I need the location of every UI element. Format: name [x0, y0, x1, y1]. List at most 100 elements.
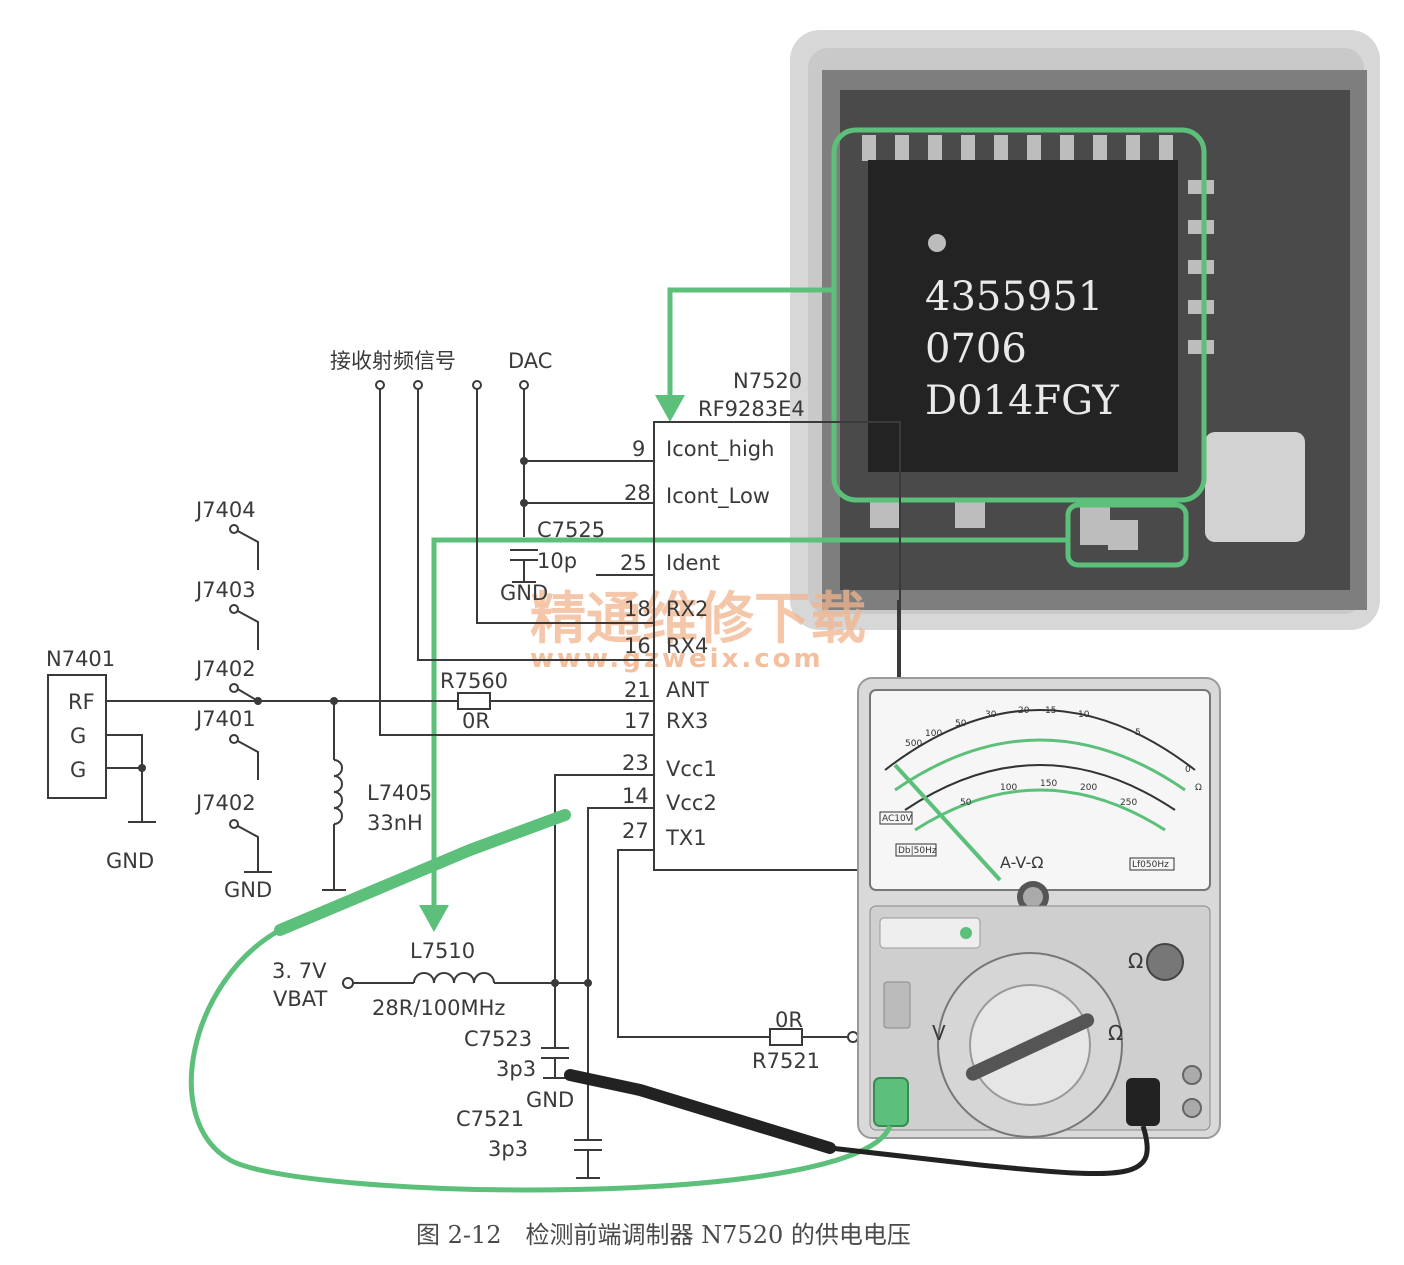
negative-probe-tip — [564, 1069, 836, 1154]
r7560-value: 0R — [462, 709, 490, 733]
r7521-ref: R7521 — [752, 1049, 820, 1073]
chip-marking-line-2: 0706 — [925, 326, 1027, 372]
gnd-label: GND — [224, 878, 272, 902]
c7521-value: 3p3 — [488, 1137, 528, 1161]
scale-top-label: 15 — [1045, 706, 1056, 716]
ohm-adjust-label: Ω — [1128, 949, 1143, 973]
pin-number: 18 — [624, 597, 651, 621]
figure-caption: 图 2-12 检测前端调制器 N7520 的供电电压 — [416, 1221, 911, 1249]
meter-needle — [893, 763, 1002, 882]
chip-marking-line-1: 4355951 — [925, 274, 1103, 320]
l7510-ref: L7510 — [410, 939, 475, 963]
jack-label: J7402 — [194, 657, 256, 681]
pin-name: RX3 — [666, 709, 708, 733]
positive-jack — [873, 1077, 909, 1127]
scale-top-label: 5 — [1135, 728, 1141, 738]
c7523-value: 3p3 — [496, 1057, 536, 1081]
r7521-symbol — [769, 1028, 803, 1046]
n7401-pin-g1: G — [70, 724, 86, 748]
ic-pins: 9 Icont_high 28 Icont_Low 25 Ident 18 RX… — [620, 437, 774, 850]
pin-number: 28 — [624, 481, 651, 505]
ohm-adjust-knob — [1146, 943, 1184, 981]
range-label-ohm: Ω — [1108, 1021, 1123, 1045]
l7510-value: 28R/100MHz — [372, 996, 505, 1020]
scale-mid-label: 250 — [1120, 798, 1137, 808]
ic-part: RF9283E4 — [698, 397, 805, 421]
pin-name: Icont_Low — [666, 484, 770, 509]
pin1-dot — [928, 234, 946, 252]
negative-jack — [1126, 1078, 1160, 1126]
lf-box-label: Lf050Hz — [1132, 860, 1169, 870]
positive-probe-tip — [274, 809, 571, 936]
watermark-chinese: 精通维修下载 — [530, 586, 866, 652]
scale-top-label: 50 — [955, 719, 967, 729]
pin-name: RX4 — [666, 634, 708, 658]
pin-name: Icont_high — [666, 437, 774, 462]
ohm-symbol-scale: Ω — [1195, 783, 1202, 793]
chip-photo: 4355951 0706 D014FGY — [790, 30, 1380, 630]
c7521-ref: C7521 — [456, 1107, 524, 1131]
scale-top-label: 0 — [1185, 765, 1191, 775]
range-label-v: V — [932, 1021, 946, 1045]
pin-name: TX1 — [665, 826, 707, 850]
multimeter: 500 100 50 30 20 15 10 5 0 Ω 50 100 150 … — [857, 677, 1221, 1139]
r7560-ref: R7560 — [440, 669, 508, 693]
chip-marking-line-3: D014FGY — [925, 378, 1119, 424]
c7525-value: 10p — [537, 549, 577, 573]
dac-label: DAC — [508, 349, 552, 373]
scale-mid-label: 150 — [1040, 779, 1057, 789]
red-probe-lead — [188, 927, 893, 1193]
pin-name: ANT — [666, 678, 709, 702]
jack-label: J7402 — [194, 791, 256, 815]
c7523-ref: C7523 — [464, 1027, 532, 1051]
jack-label: J7403 — [194, 578, 256, 602]
pin-number: 17 — [624, 709, 651, 733]
ic-ref: N7520 — [733, 369, 802, 393]
dial-legend: A-V-Ω — [1000, 853, 1043, 872]
db-box-label: Db|50Hz — [898, 846, 937, 856]
chip-highlight-box — [831, 127, 1207, 503]
pin-number: 21 — [624, 678, 651, 702]
scale-top-label: 30 — [985, 710, 997, 720]
c7523-gnd: GND — [526, 1088, 574, 1112]
jack-label: J7401 — [194, 707, 256, 731]
pin-number: 25 — [620, 551, 647, 575]
c7525-gnd: GND — [500, 581, 548, 605]
vbat-label: VBAT — [273, 987, 328, 1011]
scale-top-label: 20 — [1018, 706, 1030, 716]
pin-number: 23 — [622, 751, 649, 775]
black-probe-lead — [829, 1125, 1150, 1176]
rx-signal-label: 接收射频信号 — [330, 349, 456, 373]
vbat-voltage: 3. 7V — [272, 959, 327, 983]
ac-box-label: AC10V — [882, 814, 913, 824]
n7401-ref: N7401 — [46, 647, 115, 671]
ic-n7520-body — [653, 421, 901, 871]
r7560-symbol — [457, 692, 491, 710]
l7405-value: 33nH — [367, 811, 423, 835]
pin-name: Vcc1 — [666, 757, 717, 781]
pin-number: 14 — [622, 784, 649, 808]
crystal-component — [1205, 432, 1305, 542]
test-probes — [188, 809, 1150, 1193]
r7521-value: 0R — [775, 1008, 803, 1032]
c7525-ref: C7525 — [537, 518, 605, 542]
scale-top-label: 500 — [905, 739, 922, 749]
gnd-label: GND — [106, 849, 154, 873]
scale-top-label: 100 — [925, 729, 942, 739]
scale-top-label: 10 — [1078, 710, 1090, 720]
pointer-arrows — [419, 287, 1068, 932]
n7401-pin-rf: RF — [68, 690, 95, 714]
pin-number: 16 — [624, 634, 651, 658]
scale-mid-label: 50 — [960, 798, 972, 808]
pin-number: 9 — [632, 437, 645, 461]
pin-name: Ident — [666, 551, 720, 575]
rf-chip-body — [868, 160, 1178, 472]
l7405-ref: L7405 — [367, 781, 432, 805]
scale-mid-label: 200 — [1080, 783, 1097, 793]
schematic: N7520 RF9283E4 9 Icont_high 28 Icont_Low… — [46, 349, 901, 1179]
scale-mid-label: 100 — [1000, 783, 1017, 793]
n7401-pin-g2: G — [70, 758, 86, 782]
capacitor-highlight-box — [1065, 502, 1189, 568]
pin-name: RX2 — [666, 597, 708, 621]
